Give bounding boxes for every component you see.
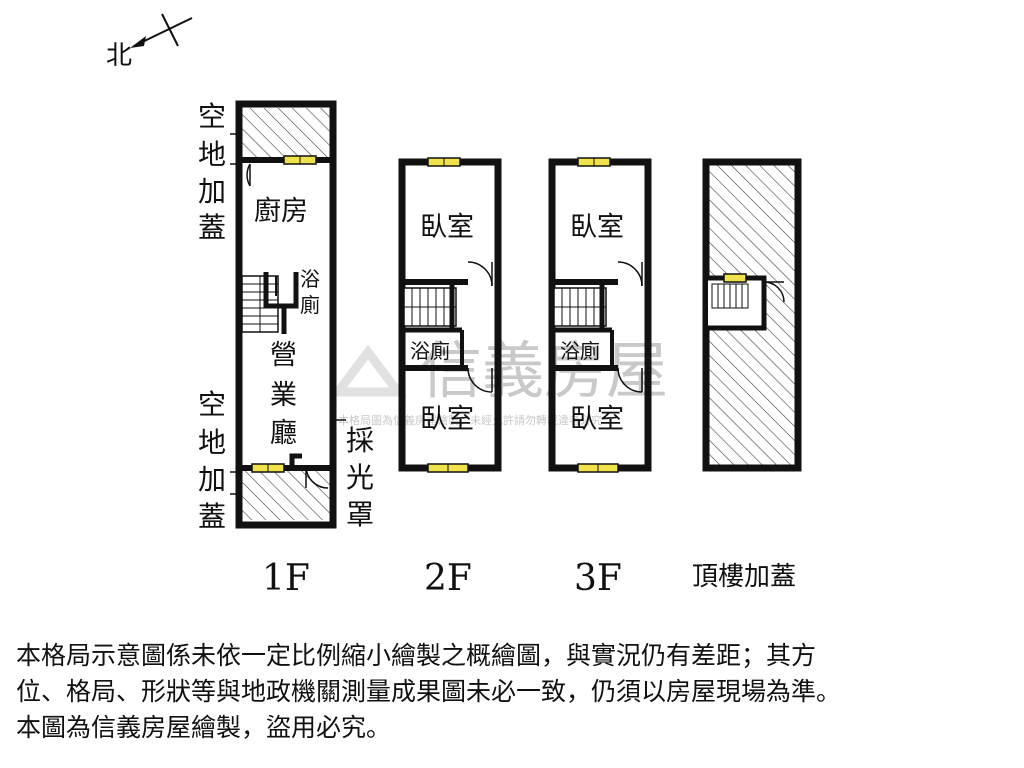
svg-text:地: 地 (198, 138, 226, 171)
skylight-label: 採 光 罩 (346, 424, 374, 531)
floor-label-1f: 1F (262, 558, 310, 599)
plan-3f (548, 157, 652, 473)
bath-1f-label-a: 浴 (300, 267, 320, 291)
kitchen-label: 廚房 (254, 196, 308, 227)
bedroom-2f-top-label: 臥室 (420, 212, 474, 243)
disclaimer-line-3: 本圖為信義房屋繪製，盜用必究。 (16, 713, 392, 742)
open-space-bottom-label: 空 地 加 蓋 (198, 388, 226, 533)
hall-label-1: 營 (270, 340, 297, 371)
svg-text:蓋: 蓋 (198, 500, 226, 533)
disclaimer-notes: 本格局示意圖係未依一定比例縮小繪製之概繪圖，與實況仍有差距；其方 位、格局、形狀… (16, 638, 1016, 746)
svg-text:光: 光 (346, 461, 374, 494)
open-space-top-label: 空 地 加 蓋 (198, 100, 226, 244)
svg-text:加: 加 (198, 463, 226, 496)
north-label: 北 (106, 41, 132, 71)
floor-label-roof: 頂樓加蓋 (692, 562, 796, 592)
bedroom-3f-bottom-label: 臥室 (570, 404, 624, 435)
svg-text:蓋: 蓋 (198, 211, 226, 244)
bedroom-3f-top-label: 臥室 (570, 212, 624, 243)
bath-2f-label: 浴廁 (410, 339, 450, 363)
svg-text:空: 空 (198, 100, 226, 133)
disclaimer-line-1: 本格局示意圖係未依一定比例縮小繪製之概繪圖，與實況仍有差距；其方 (16, 641, 817, 670)
plan-1f (235, 100, 337, 529)
svg-text:採: 採 (346, 424, 374, 457)
disclaimer-line-2: 位、格局、形狀等與地政機關測量成果圖未必一致，仍須以房屋現場為準。 (16, 677, 842, 706)
north-arrow-icon (130, 13, 193, 48)
svg-text:加: 加 (198, 175, 226, 208)
floor-label-2f: 2F (424, 558, 472, 599)
watermark-logo-icon (329, 344, 407, 397)
hall-label-2: 業 (270, 380, 297, 411)
bath-3f-label: 浴廁 (560, 339, 600, 363)
plan-2f (398, 157, 502, 473)
hall-label-3: 廳 (270, 418, 297, 449)
svg-text:罩: 罩 (346, 498, 374, 531)
svg-text:地: 地 (198, 426, 226, 459)
floor-label-3f: 3F (574, 558, 622, 599)
svg-text:空: 空 (198, 388, 226, 421)
plan-roof (702, 158, 802, 472)
bedroom-2f-bottom-label: 臥室 (420, 404, 474, 435)
bath-1f-label-b: 廁 (300, 293, 320, 317)
